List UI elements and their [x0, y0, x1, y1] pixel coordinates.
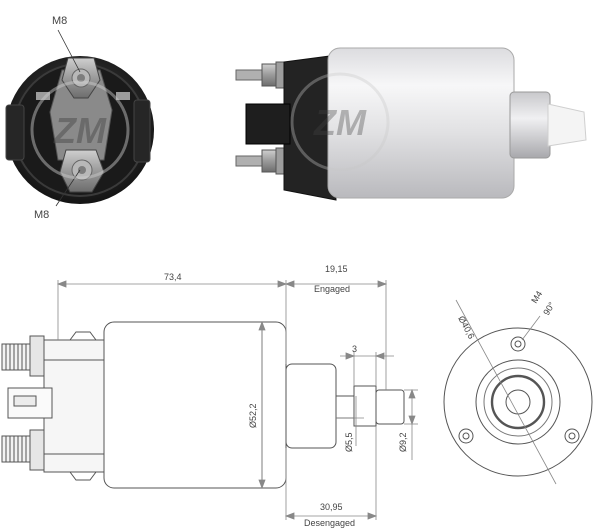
dim-small-offset: 3 — [352, 344, 357, 354]
watermark-left: ZM — [30, 80, 130, 180]
dim-thread: M4 — [529, 289, 544, 305]
photo-stud-top — [235, 61, 285, 89]
dim-tip-diameter: Ø9,2 — [398, 432, 408, 452]
photo-stud-bottom — [235, 147, 285, 175]
dim-plunger-diameter: Ø5,5 — [344, 432, 354, 452]
drawing-stud-top — [1, 335, 45, 377]
dim-body-length: 73,4 — [164, 272, 182, 282]
dim-engaged-value: 19,15 — [325, 264, 348, 274]
dim-engaged-caption: Engaged — [314, 284, 350, 294]
bolt-hole-left — [458, 428, 474, 444]
watermark-text: ZM — [313, 102, 367, 143]
dim-disengaged-caption: Desengaged — [304, 518, 355, 528]
bolt-hole-right — [564, 428, 580, 444]
dimension-lines — [56, 280, 418, 520]
end-dimension-lines — [455, 299, 557, 485]
terminal-stud-top — [61, 57, 101, 99]
dim-bolt-circle: Ø40,6 — [456, 314, 476, 340]
watermark-text: ZM — [53, 110, 107, 151]
end-drawing — [443, 327, 593, 477]
side-view-photo: ZM — [235, 47, 587, 201]
watermark-right: ZM — [290, 72, 390, 172]
dim-body-diameter: Ø52,2 — [248, 403, 258, 428]
drawing-stud-bottom — [1, 429, 45, 471]
label-m8-top: M8 — [52, 15, 67, 27]
end-view-disc — [5, 56, 154, 204]
side-drawing — [1, 321, 405, 489]
bolt-hole-top — [510, 336, 526, 352]
label-m8-bottom: M8 — [34, 209, 49, 221]
dim-angle: 90° — [541, 300, 557, 317]
leader-bottom — [55, 169, 81, 207]
leader-top — [57, 29, 81, 73]
dim-disengaged-value: 30,95 — [320, 502, 343, 512]
